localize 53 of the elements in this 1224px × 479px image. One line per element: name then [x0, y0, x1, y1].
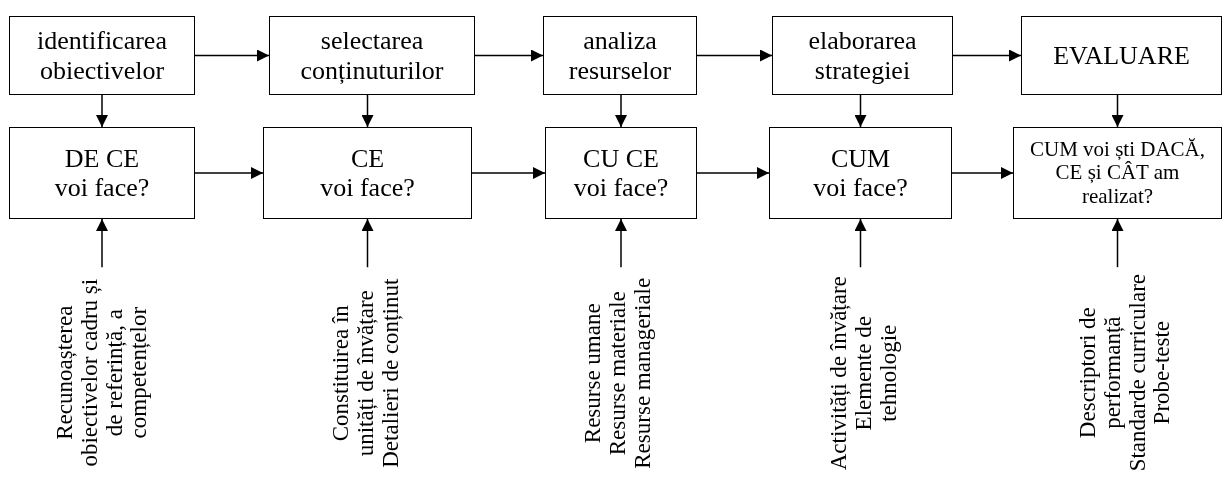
- box-text: elaborarea strategiei: [807, 26, 918, 85]
- arrow: [194, 49, 270, 62]
- box-text: identificarea obiectivelor: [36, 26, 168, 85]
- box-text: selectarea conținuturilor: [299, 26, 445, 85]
- box-text: voi face?: [320, 173, 415, 203]
- arrow: [471, 167, 546, 179]
- arrow: [696, 49, 773, 62]
- box-text: CUM: [830, 143, 891, 173]
- arrow: [854, 94, 867, 128]
- vertical-label: Detalieri de conținut: [378, 278, 404, 468]
- vertical-label: Descriptori de performanță: [1075, 306, 1125, 441]
- process-box: [543, 16, 697, 95]
- box-text: voi face?: [813, 173, 908, 203]
- vertical-label: Activități de învățare: [826, 275, 852, 470]
- arrow: [474, 49, 544, 62]
- box-text: analiza resurselor: [567, 26, 673, 85]
- box-text: CUM voi ști DACĂ, CE și CÂT am realizat?: [1029, 137, 1206, 209]
- vertical-label: Constituirea în unități de învățare: [328, 288, 379, 458]
- box-text: CU CE: [583, 143, 659, 173]
- process-box: [545, 127, 697, 219]
- vertical-label: Probe-teste: [1149, 320, 1175, 425]
- arrow: [854, 218, 867, 268]
- box-text: voi face?: [54, 173, 150, 203]
- process-box: [769, 127, 952, 219]
- arrow: [615, 218, 627, 268]
- box-text: EVALUARE: [1053, 40, 1190, 71]
- box-text: CE: [350, 143, 385, 173]
- arrow: [1111, 218, 1124, 268]
- process-box: [1021, 16, 1222, 95]
- arrow: [96, 218, 108, 268]
- arrow: [1111, 94, 1124, 128]
- arrow: [615, 94, 627, 128]
- vertical-label: Recunoașterea obiectivelor cadru și de referință, a competențelor: [52, 277, 152, 469]
- process-box: [9, 16, 195, 95]
- arrow: [194, 167, 264, 179]
- arrow: [696, 167, 770, 179]
- arrow: [96, 94, 108, 128]
- vertical-label: Resurse umane: [580, 302, 606, 443]
- arrow: [952, 49, 1022, 62]
- vertical-label: Standarde curriculare: [1125, 274, 1150, 472]
- process-box: [772, 16, 953, 95]
- arrow: [361, 94, 374, 128]
- process-box: [1013, 127, 1222, 219]
- box-text: DE CE: [64, 143, 140, 173]
- vertical-label: Elemente de tehnologie: [851, 315, 902, 430]
- arrow: [951, 167, 1014, 179]
- process-box: [269, 16, 475, 95]
- process-box: [9, 127, 195, 219]
- vertical-label: Resurse manageriale: [630, 277, 656, 469]
- process-box: [263, 127, 472, 219]
- box-text: voi face?: [573, 173, 669, 203]
- vertical-label: Resurse materiale: [605, 290, 631, 455]
- arrow: [361, 218, 374, 268]
